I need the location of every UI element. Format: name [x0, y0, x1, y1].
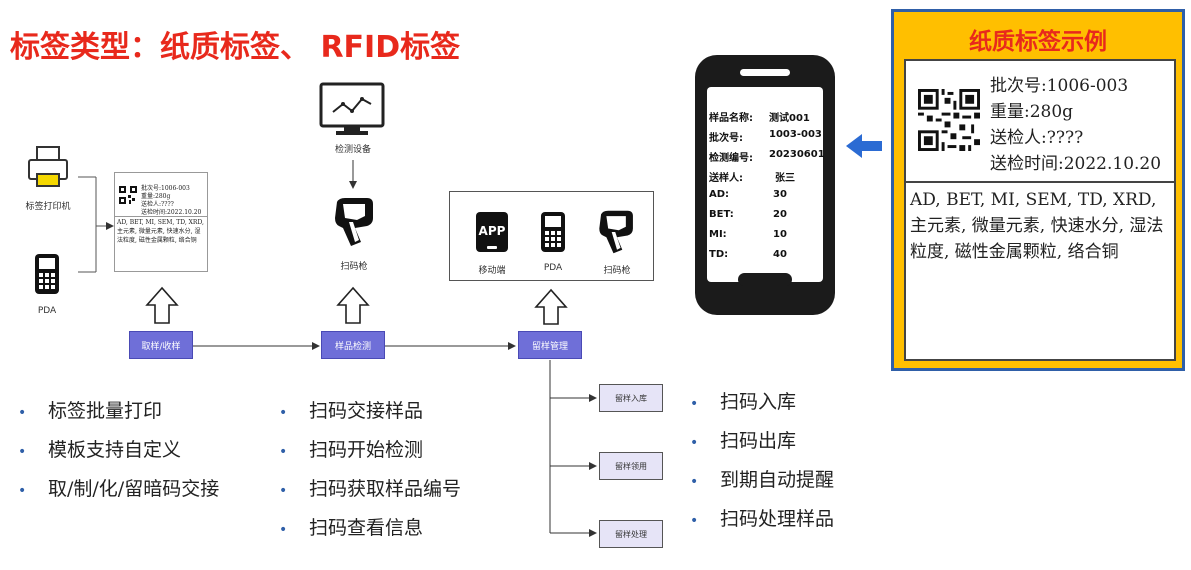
sub-step-checkout[interactable]: 留样领用	[599, 452, 663, 480]
sample-time: 送检时间:2022.10.20	[990, 154, 1162, 174]
sample-panel-title: 纸质标签示例	[969, 29, 1107, 55]
sub-step-disposal[interactable]: 留样处理	[599, 520, 663, 548]
phone-screen: 样品名称: 测试001 批次号: 1003-003 检测编号: 20230601…	[707, 87, 825, 282]
sample-description: AD, BET, MI, SEM, TD, XRD, 主元素, 微量元素, 快速…	[910, 190, 1164, 262]
page-title: 标签类型：纸质标签、 RFID标签	[10, 30, 461, 65]
mini-paper-label: 批次号:1006-003 重量:280g 送检人:???? 送检时间:2022.…	[114, 172, 208, 272]
scanner-box-caption: 扫码枪	[603, 266, 631, 276]
mini-qr-icon	[119, 186, 137, 204]
phone-row-key: 送样人:	[709, 173, 743, 184]
up-arrow-2	[336, 286, 370, 324]
phone-row-key: MI:	[709, 229, 727, 240]
mini-label-desc: AD, BET, MI, SEM, TD, XRD, 主元素, 微量元素, 快速…	[117, 219, 204, 244]
bullet-item: •扫码查看信息	[279, 517, 424, 539]
phone-row-value: 20230601	[769, 149, 825, 160]
scanner-icon	[333, 196, 377, 248]
bullet-item: •扫码出库	[690, 430, 797, 452]
phone-row-key: BET:	[709, 209, 734, 220]
pda-box-caption: PDA	[543, 263, 563, 273]
mini-label-line: 送检人:????	[141, 201, 174, 208]
flow-step-sampling[interactable]: 取样/收样	[129, 331, 193, 359]
mobile-caption: 移动端	[478, 266, 506, 276]
bullet-item: •模板支持自定义	[18, 439, 182, 461]
printer-caption: 标签打印机	[25, 202, 71, 212]
phone-row-value: 30	[773, 189, 787, 200]
mini-label-line: 重量:280g	[141, 193, 171, 200]
app-label: APP	[478, 224, 506, 238]
printer-icon	[26, 145, 70, 189]
sample-batch: 批次号:1006-003	[990, 76, 1129, 96]
phone-mockup: 样品名称: 测试001 批次号: 1003-003 检测编号: 20230601…	[695, 55, 835, 315]
up-arrow-3	[534, 288, 568, 325]
up-arrow-1	[145, 286, 179, 324]
bullet-item: •扫码处理样品	[690, 508, 835, 530]
bullet-item: •取/制/化/留暗码交接	[18, 478, 220, 500]
phone-row-key: AD:	[709, 189, 730, 200]
phone-home-button	[738, 273, 792, 286]
phone-speaker	[740, 69, 790, 76]
qr-code-icon	[918, 89, 980, 151]
source-bracket	[78, 176, 114, 273]
phone-row-value: 测试001	[769, 113, 810, 124]
phone-row-value: 10	[773, 229, 787, 240]
bullet-item: •到期自动提醒	[690, 469, 835, 491]
flow-step-retention[interactable]: 留样管理	[518, 331, 582, 359]
mini-label-line: 送检时间:2022.10.20	[141, 209, 202, 216]
pda-icon	[538, 210, 568, 254]
phone-row-value: 1003-003	[769, 129, 822, 140]
sub-step-storage[interactable]: 留样入库	[599, 384, 663, 412]
sample-weight: 重量:280g	[990, 102, 1074, 122]
scanner-icon	[595, 209, 639, 255]
blue-arrow	[846, 134, 882, 158]
phone-row-key: 批次号:	[709, 133, 743, 144]
bullet-item: •扫码获取样品编号	[279, 478, 462, 500]
monitor-caption: 检测设备	[334, 145, 371, 155]
sub-tree-lines	[549, 360, 597, 537]
pda-caption: PDA	[37, 306, 57, 316]
phone-row-key: 检测编号:	[709, 153, 753, 164]
sample-label-header: 批次号:1006-003 重量:280g 送检人:???? 送检时间:2022.…	[906, 61, 1174, 183]
phone-row-key: 样品名称:	[709, 113, 753, 124]
phone-row-key: TD:	[709, 249, 729, 260]
monitor-icon	[319, 82, 385, 136]
pda-icon	[32, 252, 62, 296]
phone-row-value: 张三	[775, 173, 795, 184]
sample-label-panel: 纸质标签示例	[891, 9, 1185, 371]
bullet-item: •扫码开始检测	[279, 439, 424, 461]
mini-label-line: 批次号:1006-003	[141, 185, 190, 192]
phone-row-value: 20	[773, 209, 787, 220]
app-phone-icon: APP	[474, 210, 510, 254]
bullet-item: •标签批量打印	[18, 400, 163, 422]
flow-step-testing[interactable]: 样品检测	[321, 331, 385, 359]
sample-inspector: 送检人:????	[990, 128, 1084, 148]
device-group-box: APP 移动端 PDA 扫码枪	[449, 191, 654, 281]
sample-label-card: 批次号:1006-003 重量:280g 送检人:???? 送检时间:2022.…	[904, 59, 1176, 361]
scanner-caption: 扫码枪	[340, 262, 368, 272]
phone-row-value: 40	[773, 249, 787, 260]
bullet-item: •扫码交接样品	[279, 400, 424, 422]
bullet-item: •扫码入库	[690, 391, 797, 413]
